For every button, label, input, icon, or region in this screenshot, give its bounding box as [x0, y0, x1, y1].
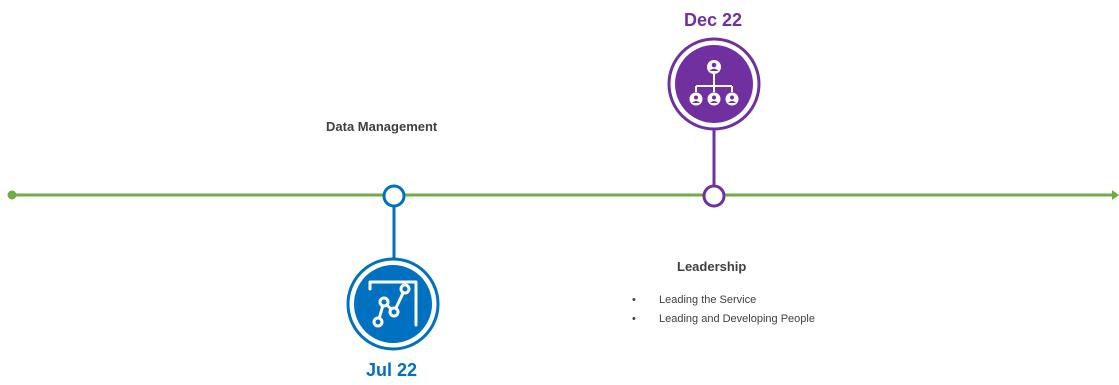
- leadership-title: Leadership: [677, 259, 747, 274]
- data-management-marker: [382, 184, 406, 208]
- leadership-date: Dec 22: [684, 10, 743, 30]
- timeline-start-dot: [7, 190, 17, 200]
- timeline-arrowhead: [1112, 190, 1119, 200]
- leadership-marker: [702, 184, 726, 208]
- leadership-bullet-list: • Leading the Service • Leading and Deve…: [632, 292, 815, 330]
- data-management-icon-disc: [354, 265, 432, 343]
- org-chart-icon: [689, 60, 739, 106]
- data-management-title: Data Management: [326, 119, 438, 134]
- bullet-text: Leading and Developing People: [659, 313, 815, 325]
- analytics-chart-icon: [368, 280, 418, 328]
- list-item: • Leading and Developing People: [632, 311, 815, 330]
- bullet-text: Leading the Service: [659, 294, 757, 306]
- bullet-dot: •: [632, 313, 636, 325]
- list-item: • Leading the Service: [632, 292, 815, 311]
- data-management-date: Jul 22: [366, 360, 418, 380]
- bullet-dot: •: [632, 294, 636, 306]
